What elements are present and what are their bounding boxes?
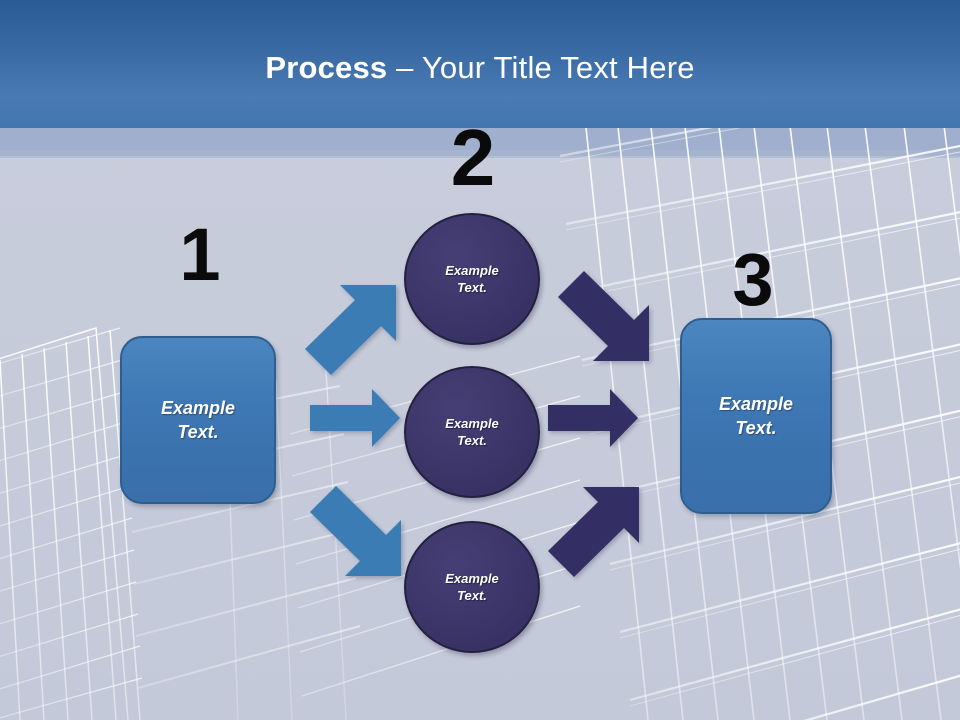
process-circle-2-line2: Text. <box>457 433 487 448</box>
step-number-3: 3 <box>732 238 774 321</box>
process-circle-1-line2: Text. <box>457 280 487 295</box>
process-circle-3-line2: Text. <box>457 588 487 603</box>
end-box[interactable]: Example Text. <box>680 318 832 514</box>
start-box-line1: Example <box>160 397 236 418</box>
title-rest-part: – Your Title Text Here <box>387 50 695 85</box>
title-bold-part: Process <box>265 50 388 85</box>
step-number-2: 2 <box>450 113 496 202</box>
process-circle-1[interactable]: Example Text. <box>404 213 540 345</box>
end-box-line1: Example <box>718 393 794 414</box>
start-box[interactable]: Example Text. <box>120 336 276 504</box>
process-circle-3-line1: Example <box>445 571 499 586</box>
slide-title: Process – Your Title Text Here <box>0 50 960 86</box>
start-box-line2: Text. <box>177 421 219 442</box>
header-banner <box>0 0 960 128</box>
process-circle-3[interactable]: Example Text. <box>404 521 540 653</box>
process-circle-2-line1: Example <box>445 416 499 431</box>
header-accent-band-secondary <box>0 150 960 158</box>
process-circle-1-line1: Example <box>445 263 499 278</box>
step-number-1: 1 <box>179 213 221 296</box>
end-box-line2: Text. <box>735 417 777 438</box>
process-circle-2[interactable]: Example Text. <box>404 366 540 498</box>
